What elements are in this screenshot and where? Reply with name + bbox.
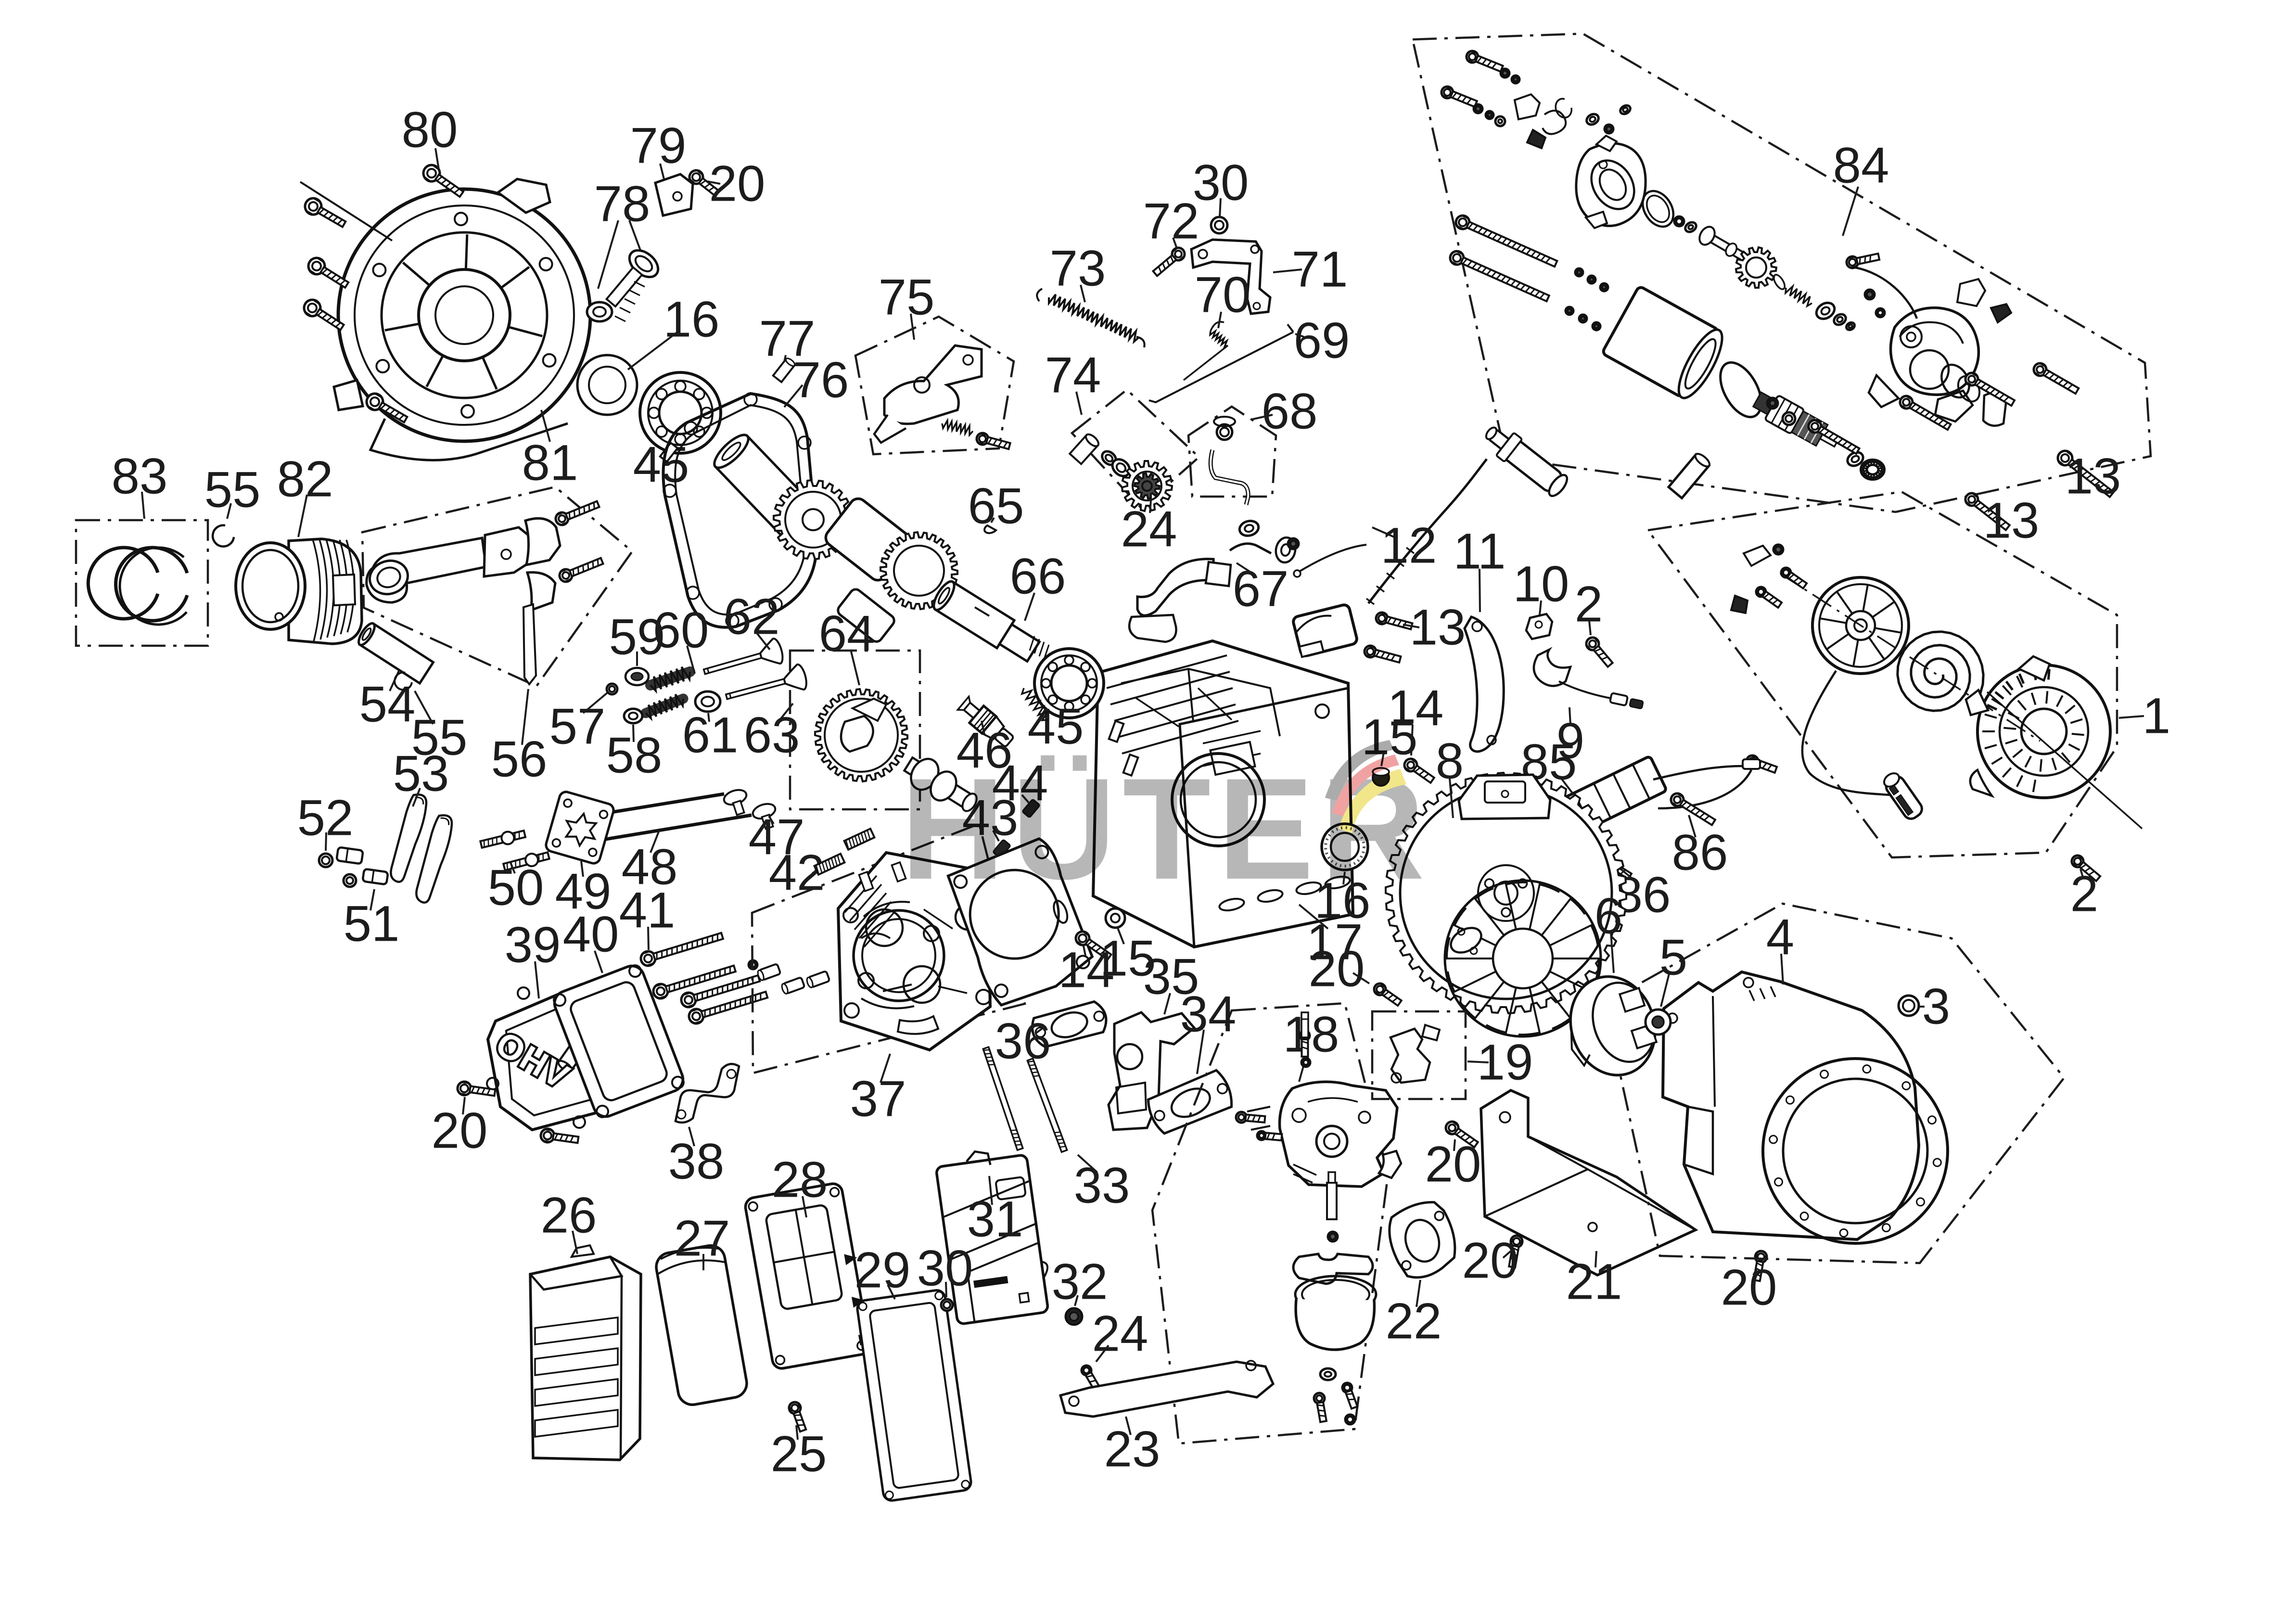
svg-text:82: 82	[277, 451, 333, 508]
svg-text:20: 20	[1721, 1260, 1777, 1316]
svg-text:63: 63	[744, 707, 800, 764]
svg-text:83: 83	[112, 448, 168, 505]
svg-text:40: 40	[563, 907, 619, 963]
svg-text:62: 62	[724, 589, 780, 645]
svg-text:20: 20	[432, 1103, 488, 1159]
svg-text:22: 22	[1386, 1293, 1442, 1350]
svg-text:57: 57	[549, 699, 606, 755]
svg-text:21: 21	[1566, 1254, 1622, 1310]
svg-text:35: 35	[1143, 949, 1199, 1005]
svg-text:77: 77	[759, 311, 816, 367]
svg-text:24: 24	[1121, 501, 1177, 558]
svg-text:4: 4	[1766, 909, 1794, 966]
svg-text:20: 20	[1425, 1137, 1481, 1193]
svg-text:3: 3	[1922, 979, 1950, 1035]
svg-text:12: 12	[1381, 518, 1437, 574]
svg-text:16: 16	[1314, 873, 1371, 929]
svg-text:61: 61	[682, 707, 739, 764]
svg-text:78: 78	[594, 176, 651, 232]
svg-text:45: 45	[1028, 699, 1084, 755]
svg-text:48: 48	[622, 839, 678, 895]
svg-text:69: 69	[1294, 313, 1350, 369]
svg-text:55: 55	[204, 462, 261, 518]
svg-text:14: 14	[1059, 942, 1115, 998]
svg-text:13: 13	[1983, 493, 2040, 549]
svg-text:29: 29	[855, 1242, 911, 1299]
svg-text:76: 76	[793, 352, 849, 409]
svg-text:14: 14	[1388, 680, 1444, 737]
svg-text:28: 28	[772, 1152, 828, 1208]
svg-text:17: 17	[1307, 914, 1363, 971]
svg-text:79: 79	[630, 118, 687, 174]
svg-text:36: 36	[995, 1013, 1051, 1070]
svg-text:50: 50	[488, 860, 544, 916]
svg-text:54: 54	[359, 677, 416, 733]
svg-text:23: 23	[1104, 1421, 1161, 1478]
svg-text:34: 34	[1180, 986, 1237, 1043]
svg-text:15: 15	[1100, 931, 1156, 987]
svg-text:56: 56	[491, 731, 548, 788]
svg-text:60: 60	[653, 602, 709, 659]
svg-text:75: 75	[879, 269, 935, 326]
svg-text:32: 32	[1052, 1254, 1108, 1310]
svg-text:13: 13	[2065, 448, 2121, 505]
svg-text:73: 73	[1050, 241, 1106, 297]
svg-text:47: 47	[749, 809, 805, 866]
svg-text:66: 66	[1010, 549, 1066, 605]
svg-text:68: 68	[1262, 383, 1318, 440]
svg-text:84: 84	[1833, 138, 1889, 194]
svg-text:26: 26	[541, 1188, 597, 1244]
svg-text:18: 18	[1283, 1007, 1339, 1063]
svg-text:5: 5	[1659, 930, 1687, 986]
svg-text:27: 27	[674, 1211, 730, 1267]
svg-text:41: 41	[619, 882, 676, 939]
svg-text:64: 64	[819, 606, 875, 662]
svg-text:45: 45	[633, 437, 689, 493]
svg-text:20: 20	[1309, 941, 1365, 997]
svg-text:33: 33	[1074, 1158, 1130, 1214]
svg-text:25: 25	[771, 1426, 827, 1482]
svg-text:24: 24	[1092, 1306, 1148, 1362]
svg-text:43: 43	[962, 790, 1019, 846]
svg-text:67: 67	[1233, 561, 1289, 617]
svg-text:81: 81	[522, 435, 578, 491]
svg-text:20: 20	[1462, 1233, 1518, 1289]
svg-text:44: 44	[992, 755, 1048, 812]
svg-text:1: 1	[2143, 688, 2170, 744]
svg-text:30: 30	[917, 1240, 973, 1297]
svg-text:39: 39	[505, 917, 561, 973]
svg-text:31: 31	[967, 1191, 1023, 1248]
svg-text:55: 55	[411, 710, 468, 766]
svg-text:6: 6	[1594, 888, 1622, 945]
svg-text:38: 38	[668, 1134, 725, 1190]
svg-text:80: 80	[402, 102, 458, 158]
svg-text:86: 86	[1672, 825, 1728, 881]
svg-text:16: 16	[663, 292, 720, 348]
svg-text:37: 37	[850, 1071, 906, 1127]
svg-text:70: 70	[1195, 267, 1251, 323]
svg-text:65: 65	[968, 478, 1024, 535]
svg-text:53: 53	[393, 746, 449, 802]
svg-text:72: 72	[1143, 193, 1199, 250]
svg-text:74: 74	[1045, 347, 1101, 404]
svg-text:2: 2	[2070, 866, 2098, 922]
